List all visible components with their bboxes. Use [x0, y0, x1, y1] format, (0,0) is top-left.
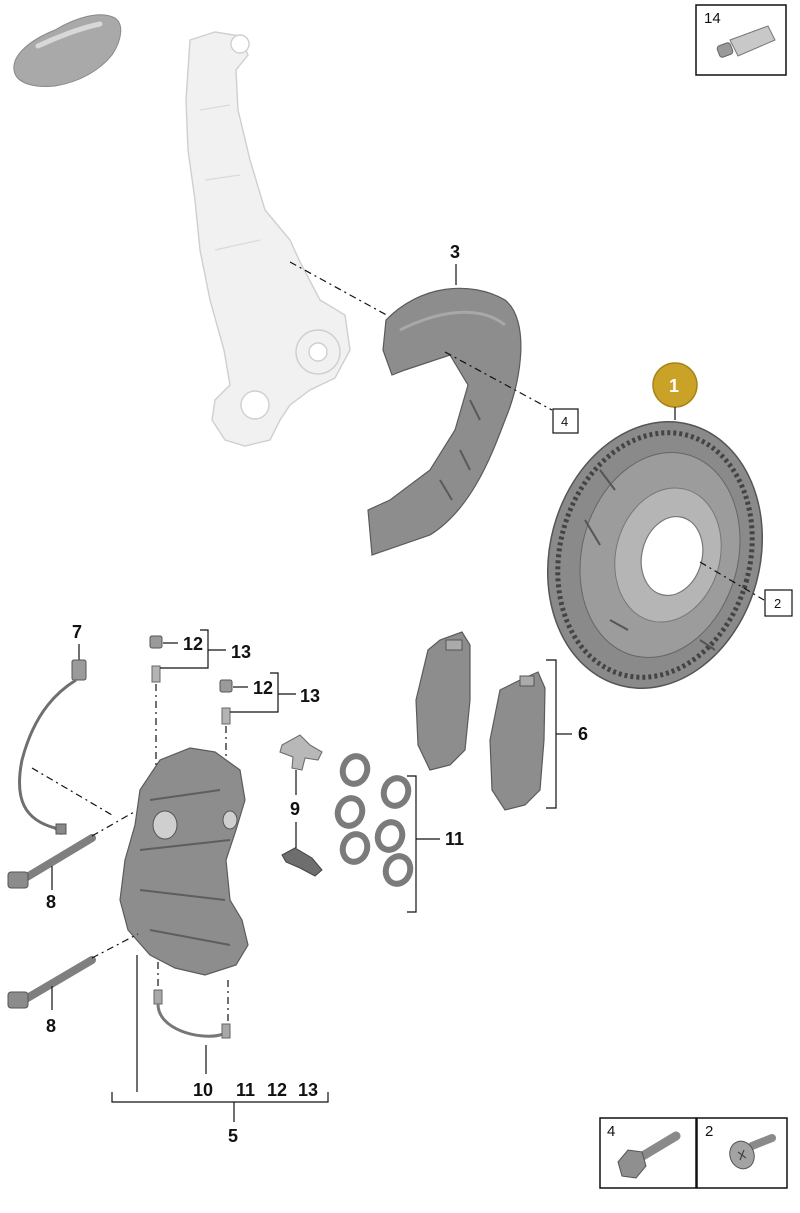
- label-6: 6: [578, 724, 588, 744]
- brake-pad-outer[interactable]: [489, 671, 546, 811]
- bracket-13a: [160, 629, 209, 669]
- knuckle-shield-dash: [289, 261, 393, 319]
- caliper-bolt-upper[interactable]: [7, 834, 96, 889]
- shield-screw-dash: [444, 351, 553, 411]
- label-1: 1: [669, 376, 679, 396]
- label-12a: 12: [183, 634, 203, 654]
- car-icon: [13, 14, 122, 87]
- grease-tube-number: 14: [704, 10, 721, 27]
- highlight-badge-1[interactable]: 1: [652, 362, 698, 408]
- label-11b: 11: [236, 1080, 255, 1100]
- callout-box-2[interactable]: 2: [764, 589, 793, 617]
- brake-hose-line[interactable]: [153, 989, 231, 1039]
- brake-caliper[interactable]: [119, 747, 249, 976]
- bleed-screw-lower[interactable]: [219, 679, 233, 725]
- label-11: 11: [445, 829, 464, 849]
- callout-box-4[interactable]: 4: [552, 408, 579, 434]
- bracket-13b: [230, 672, 279, 713]
- grease-tube-box[interactable]: 14: [695, 4, 787, 76]
- bracket-5: [111, 1092, 329, 1103]
- brake-pad-inner[interactable]: [415, 631, 471, 771]
- hex-bolt-number: 4: [607, 1123, 615, 1140]
- label-10: 10: [193, 1080, 213, 1100]
- bolt-lower-dash: [91, 933, 139, 959]
- seal-rings[interactable]: [334, 753, 414, 888]
- label-9: 9: [290, 799, 300, 819]
- label-12c: 12: [267, 1080, 287, 1100]
- hex-bolt-icon: [617, 1131, 681, 1179]
- label-12b: 12: [253, 678, 273, 698]
- label-13b: 13: [300, 686, 320, 706]
- bolt-upper-dash: [91, 811, 135, 837]
- bracket-11: [407, 775, 417, 913]
- bracket-6: [546, 659, 557, 809]
- brake-disc[interactable]: [519, 397, 792, 712]
- wheel-carrier-ghost: [185, 31, 351, 447]
- hex-bolt-box[interactable]: 4: [599, 1117, 697, 1189]
- label-5: 5: [228, 1126, 238, 1146]
- bleed-screw-upper[interactable]: [149, 635, 163, 683]
- countersunk-screw-icon: [729, 1134, 776, 1170]
- pad-spring-clip[interactable]: [279, 734, 323, 877]
- label-13a: 13: [231, 642, 251, 662]
- screw-number: 2: [705, 1123, 713, 1140]
- sensor-dash: [31, 767, 113, 816]
- label-7: 7: [72, 622, 82, 642]
- disc-screw-dash: [699, 561, 765, 601]
- label-8a: 8: [46, 892, 56, 912]
- callout-4: 4: [561, 414, 568, 429]
- callout-2: 2: [774, 596, 781, 611]
- label-3: 3: [450, 242, 460, 262]
- label-8b: 8: [46, 1016, 56, 1036]
- caliper-bolt-lower[interactable]: [7, 956, 96, 1009]
- label-13c: 13: [298, 1080, 318, 1100]
- grease-tube-icon: [716, 25, 776, 58]
- wear-sensor[interactable]: [17, 659, 87, 836]
- brake-dust-shield[interactable]: [367, 287, 522, 556]
- screw-box[interactable]: 2: [696, 1117, 788, 1189]
